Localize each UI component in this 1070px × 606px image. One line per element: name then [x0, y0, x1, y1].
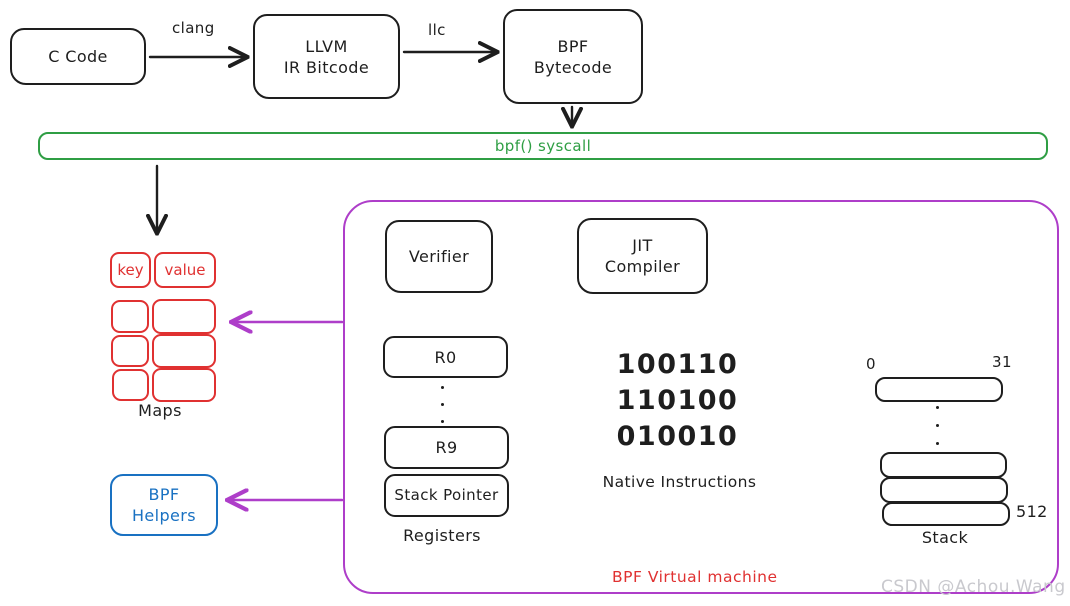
stack-bit-end-label: 31 — [992, 353, 1012, 371]
llc-edge-label: llc — [428, 21, 446, 39]
binary-line-2: 110100 — [616, 385, 739, 416]
map-cell-r3-value — [152, 368, 216, 402]
helpers-label-line1: BPF — [148, 485, 180, 504]
stack-pointer-box: Stack Pointer — [384, 474, 509, 517]
watermark-text: CSDN @Achou.Wang — [881, 577, 1066, 597]
bytecode-label-line2: Bytecode — [533, 57, 613, 77]
vm-title: BPF Virtual machine — [612, 568, 778, 586]
jit-label-line1: JIT — [632, 236, 653, 255]
native-instructions-caption: Native Instructions — [602, 473, 757, 491]
verifier-box: Verifier — [385, 220, 493, 293]
register-r0-box: R0 — [383, 336, 508, 378]
map-cell-r2-value — [152, 334, 216, 368]
stack-slot-2 — [880, 477, 1008, 503]
map-cell-r2-key — [111, 335, 149, 367]
stack-size-label: 512 — [1016, 502, 1048, 521]
map-key-chip: key — [110, 252, 151, 288]
bpf-virtual-machine-box — [343, 200, 1059, 594]
bytecode-label-line1: BPF — [557, 36, 589, 56]
stack-ellipsis-dots — [936, 406, 939, 445]
stack-pointer-label: Stack Pointer — [394, 486, 499, 504]
registers-ellipsis-dots — [441, 386, 444, 423]
register-r9-label: R9 — [435, 438, 458, 457]
map-value-chip: value — [154, 252, 216, 288]
maps-caption: Maps — [138, 401, 182, 420]
map-cell-r1-key — [111, 300, 149, 333]
helpers-label-line2: Helpers — [131, 506, 197, 525]
clang-edge-label: clang — [172, 19, 215, 37]
registers-caption: Registers — [403, 526, 481, 545]
verifier-label: Verifier — [408, 247, 470, 266]
c-code-label: C Code — [48, 47, 108, 66]
jit-label-line2: Compiler — [604, 257, 681, 276]
stack-slot-3 — [882, 502, 1010, 526]
llvm-ir-bitcode-box: LLVM IR Bitcode — [253, 14, 400, 99]
stack-slot-1 — [880, 452, 1007, 478]
stack-caption: Stack — [921, 528, 969, 547]
map-key-label: key — [117, 261, 144, 279]
bpf-syscall-bar: bpf() syscall — [38, 132, 1048, 160]
binary-line-1: 100110 — [616, 349, 739, 380]
bpf-bytecode-box: BPF Bytecode — [503, 9, 643, 104]
c-code-box: C Code — [10, 28, 146, 85]
binary-line-3: 010010 — [616, 421, 739, 452]
stack-bit-start-label: 0 — [866, 355, 876, 373]
bpf-helpers-box: BPF Helpers — [110, 474, 218, 536]
map-cell-r3-key — [112, 369, 149, 401]
bpf-syscall-label: bpf() syscall — [494, 137, 592, 155]
llvm-label-line1: LLVM — [305, 36, 348, 56]
register-r9-box: R9 — [384, 426, 509, 469]
stack-slot-top — [875, 377, 1003, 402]
native-instructions-binary: 100110 110100 010010 — [610, 347, 745, 455]
llvm-label-line2: IR Bitcode — [283, 57, 370, 77]
register-r0-label: R0 — [434, 347, 457, 367]
map-cell-r1-value — [152, 299, 216, 334]
jit-compiler-box: JIT Compiler — [577, 218, 708, 294]
map-value-label: value — [164, 261, 206, 279]
